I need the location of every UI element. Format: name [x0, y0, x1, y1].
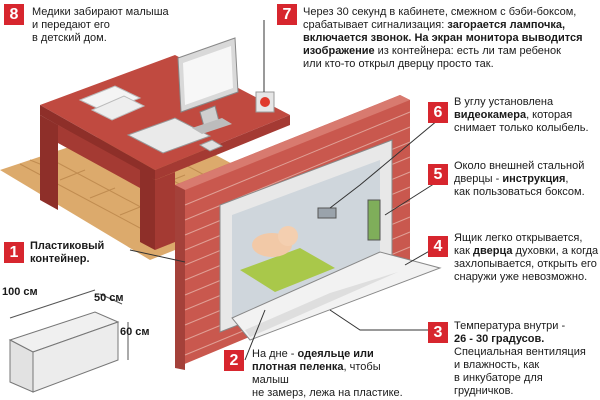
step-text: Ящик легко открывается, как дверца духов…	[454, 232, 600, 284]
step-number-badge: 1	[4, 242, 24, 263]
monitor	[177, 37, 239, 134]
step-number-badge: 8	[4, 4, 24, 25]
step-text-run: инструкция	[502, 173, 566, 185]
dimension-height: 60 см	[120, 326, 150, 338]
step-text: Медики забирают малыша и передают его в …	[32, 6, 182, 45]
step-text: В углу установлена видеокамера, которая …	[454, 96, 600, 135]
step-number-badge: 4	[428, 236, 448, 257]
step-text-run: Около внешней стальной дверцы -	[454, 160, 585, 185]
step-text-run: В углу установлена	[454, 96, 554, 108]
step-text-run: 26 - 30 градусов.	[454, 333, 545, 345]
step-text-run: одеяльце или плотная пеленка	[252, 348, 374, 373]
step-text: Температура внутри - 26 - 30 градусов. С…	[454, 320, 600, 398]
step-text-run: Температура внутри -	[454, 320, 566, 332]
step-text-run: Медики забирают малыша и передают его в …	[32, 6, 169, 44]
step-text-run: На дне -	[252, 348, 298, 360]
step-text-run: дверца	[473, 245, 513, 257]
dimension-width: 100 см	[2, 286, 38, 298]
step-text-run: загорается лампочка, включается звонок. …	[303, 19, 583, 57]
step-text-run: видеокамера	[454, 109, 527, 121]
step-text: Через 30 секунд в кабинете, смежном с бэ…	[303, 6, 599, 71]
step-text-run: духовки, а когда захлопывается, открыть …	[454, 245, 599, 283]
step-text-run: Ящик легко открывается, как	[454, 232, 583, 257]
plastic-container-icon	[8, 289, 129, 393]
step-number-badge: 5	[428, 164, 448, 185]
step-text-run: из контейнера: есть ли там ребенок или к…	[303, 45, 561, 70]
step-text: Около внешней стальной дверцы - инструкц…	[454, 160, 600, 199]
step-text-run: Через 30 секунд в кабинете, смежном с бэ…	[303, 6, 577, 31]
step-number-badge: 3	[428, 322, 448, 343]
step-text-run: Специальная вентиляция и влажность, как …	[454, 346, 586, 397]
step-text-run: , которая снимает только колыбель.	[454, 109, 589, 134]
step-number-badge: 6	[428, 102, 448, 123]
alarm-lamp	[255, 91, 275, 113]
dimension-depth: 50 см	[94, 292, 124, 304]
leader-lines	[129, 20, 441, 361]
baby-box-opening	[219, 139, 442, 341]
step-text: На дне - одеяльце или плотная пеленка, ч…	[252, 348, 420, 400]
step-number-badge: 2	[224, 350, 244, 371]
step-number-badge: 7	[277, 4, 297, 25]
step-text-run: , как пользоваться боксом.	[454, 173, 585, 198]
step-text-run: Пластиковый контейнер.	[30, 240, 105, 265]
step-text: Пластиковый контейнер.	[30, 240, 140, 266]
step-text-run: , чтобы малыш не замерз, лежа на пластик…	[252, 361, 403, 399]
